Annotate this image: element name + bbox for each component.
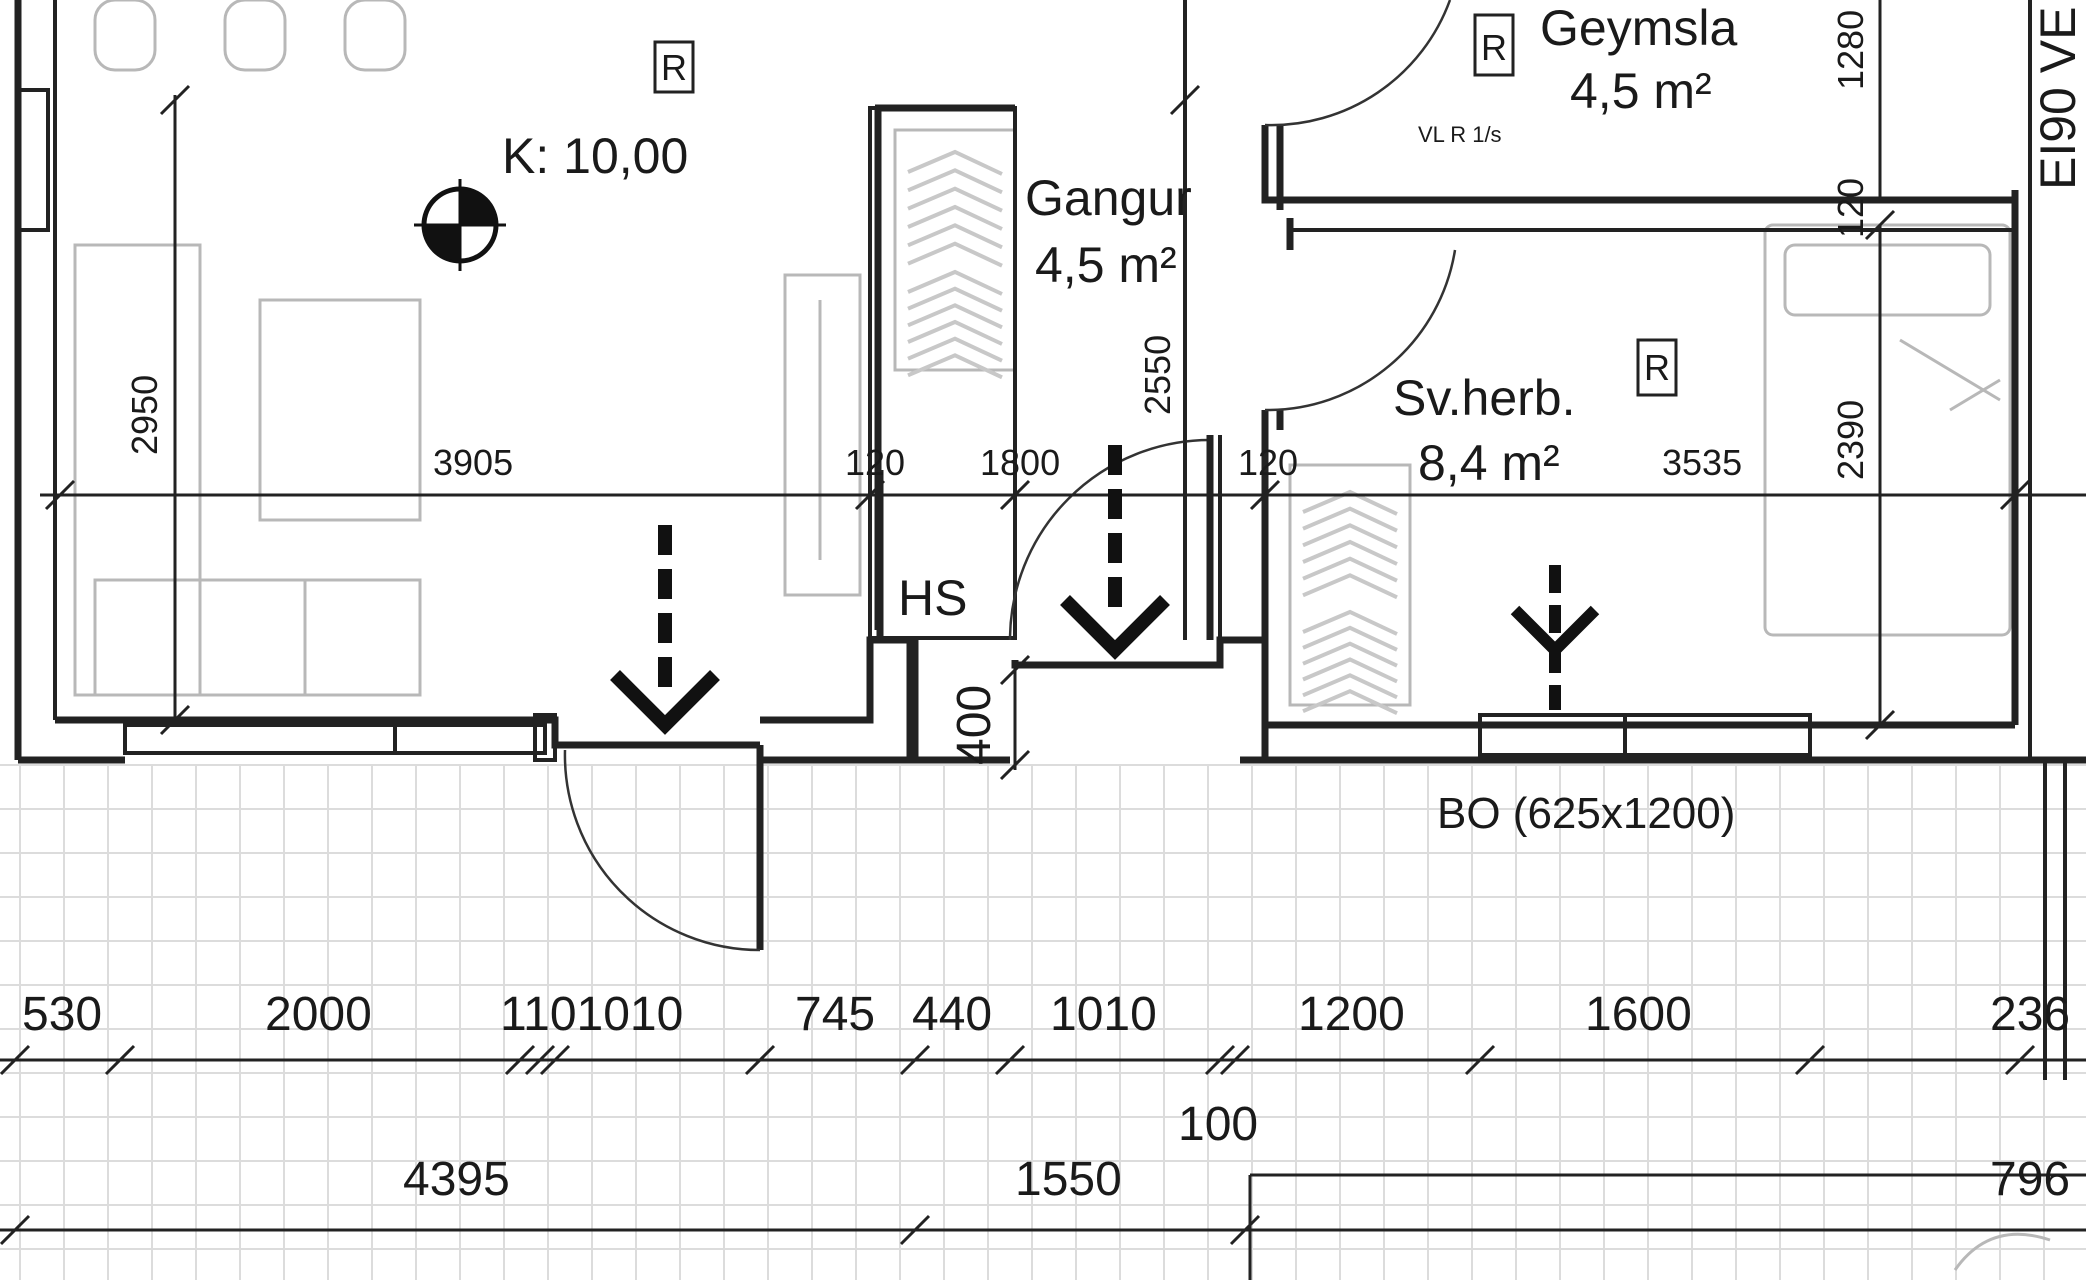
dim-2950: 2950 [124,375,165,455]
wardrobe-gangur [893,128,1017,372]
wardrobe-bedroom [1288,463,1412,707]
r-mark-living: R [661,47,687,88]
hs-label: HS [898,570,967,626]
bottom-dim-1010: 1010 [1050,988,1157,1041]
wardrobe-hatch [907,149,1398,715]
dining-chair-3 [343,0,407,72]
svherb-name: Sv.herb. [1393,370,1576,426]
gangur-area: 4,5 m² [1035,237,1177,293]
coffee-table [258,298,422,522]
gangur-name: Gangur [1025,170,1192,226]
dim-120-b: 120 [1238,442,1298,483]
dim-1280: 1280 [1830,10,1871,90]
bottom-dim-236: 236 [1990,988,2070,1041]
dim-1800: 1800 [980,442,1060,483]
window-bo-label: BO (625x1200) [1437,789,1735,838]
tv-cabinet [783,273,862,597]
arrow-living [610,525,720,735]
dim-400: 400 [948,685,1001,765]
dim-3905: 3905 [433,442,513,483]
section-arrows [610,445,1600,735]
sofa-section [93,578,422,697]
r-mark-bedroom: R [1644,347,1670,388]
bottom-dim-1101010: 1101010 [500,988,683,1041]
bottom-dim-100: 100 [1178,1098,1258,1151]
bottom-dim-1200: 1200 [1298,988,1405,1041]
dim-2550: 2550 [1137,335,1178,415]
bottom-dim-440: 440 [912,988,992,1041]
kitchen-level-label: K: 10,00 [502,128,688,184]
walls [14,0,2086,1080]
dim-2390: 2390 [1830,400,1871,480]
level-marker-icon [414,179,506,271]
r-marks: R R R [653,13,1678,397]
small-note: VL R 1/s [1418,122,1502,147]
bed [1763,223,2012,637]
bottom-dim-1600: 1600 [1585,988,1692,1041]
dining-chair-2 [223,0,287,72]
bottom-dim-745: 745 [795,988,875,1041]
dim-120-c: 120 [1830,178,1871,238]
r-mark-geymsla: R [1481,27,1507,68]
dim-3535: 3535 [1662,442,1742,483]
terrace-grid [0,764,2086,1280]
dining-chair-1 [93,0,157,72]
bottom-dim-4395: 4395 [403,1153,510,1206]
dim-120-a: 120 [845,442,905,483]
arrow-hall [1060,445,1170,660]
dimension-ticks [0,84,2036,1246]
bottom-dim-2000: 2000 [265,988,372,1041]
bottom-dim-530: 530 [22,988,102,1041]
pillow [1783,243,1992,317]
geymsla-area: 4,5 m² [1570,63,1712,119]
geymsla-name: Geymsla [1540,0,1737,56]
arrow-bedroom [1510,565,1600,710]
furniture [73,0,2051,1271]
svherb-area: 8,4 m² [1418,435,1560,491]
bottom-dim-1550: 1550 [1015,1153,1122,1206]
bottom-dim-796: 796 [1990,1153,2070,1206]
wall-spec-label: EI90 VE [2030,7,2086,190]
